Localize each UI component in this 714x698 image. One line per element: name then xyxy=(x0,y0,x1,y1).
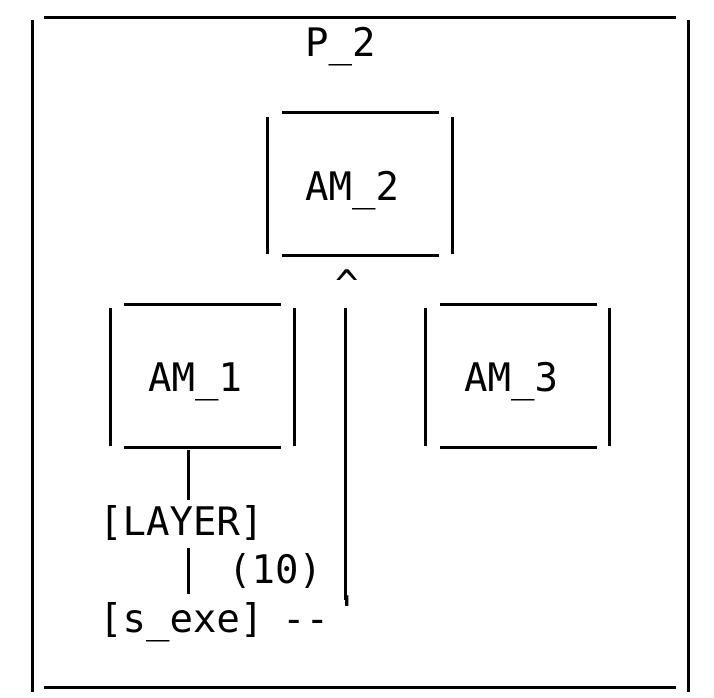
layer-node: [LAYER] xyxy=(99,500,264,545)
box-am-3-right-border xyxy=(608,308,611,446)
container-top-border xyxy=(44,16,676,19)
container-right-border xyxy=(687,20,690,692)
connector-am-1-to-layer xyxy=(187,450,190,500)
container-bottom-border xyxy=(44,686,676,689)
box-am-3-left-border xyxy=(424,308,427,446)
box-am-1-label: AM_1 xyxy=(148,356,242,401)
dashed-link: -- xyxy=(282,597,329,642)
box-am-3-label: AM_3 xyxy=(464,356,558,401)
box-am-3-top-border xyxy=(440,303,597,306)
connector-layer-to-exe xyxy=(187,548,190,594)
box-am-2-bottom-border xyxy=(282,254,439,257)
exe-node: [s_exe] xyxy=(99,597,264,642)
container-left-border xyxy=(31,20,34,692)
edge-weight-label: (10) xyxy=(228,548,322,593)
box-am-1-top-border xyxy=(124,303,281,306)
connector-vertical-to-am-2 xyxy=(344,308,347,600)
box-am-1-right-border xyxy=(293,308,296,446)
box-am-1-left-border xyxy=(109,308,112,446)
box-am-2-label: AM_2 xyxy=(305,165,399,210)
box-am-2-right-border xyxy=(451,117,454,254)
container-label: P_2 xyxy=(305,21,376,66)
box-am-2-left-border xyxy=(266,117,269,254)
box-am-3-bottom-border xyxy=(440,446,597,449)
arrow-head-up: ^ xyxy=(335,263,359,308)
box-am-2-top-border xyxy=(282,111,439,114)
link-tick-mark: ' xyxy=(335,589,359,634)
box-am-1-bottom-border xyxy=(124,446,281,449)
